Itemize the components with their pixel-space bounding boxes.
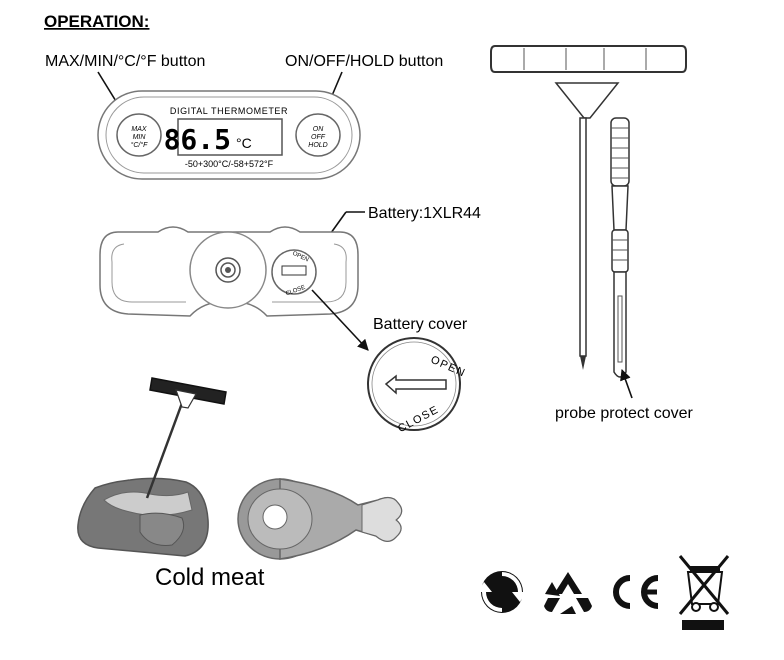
on-off-hold-button[interactable] [295,113,341,157]
drumstick-illustration [237,478,403,560]
max-label: MAX [131,126,147,133]
lcd-display [177,118,283,156]
green-dot-recycle-icon [478,571,526,613]
weee-crossed-bin-icon [678,555,730,630]
thermometer-front: MAX MIN °C/°F ON OFF HOLD DIGITAL THERMO… [97,90,361,180]
probe-thermometer [490,45,687,370]
probe-protect-cover[interactable] [610,117,630,378]
probe-handle-icon [149,377,227,405]
battery-cover-large: OPEN CLOSE [367,337,468,435]
cold-meat-label: Cold meat [155,564,265,591]
device-brand-text: DIGITAL THERMOMETER [170,106,288,116]
thermometer-back: OPEN CLOSE [99,226,359,317]
off-label: OFF [311,134,326,141]
on-off-button-label: ON/OFF/HOLD button [285,53,443,70]
recycling-triangle-icon [544,572,592,614]
on-label: ON [313,126,324,133]
ce-mark-icon [613,575,659,609]
callout-arrow [311,289,369,351]
battery-label: Battery:1XLR44 [368,205,481,222]
section-title: OPERATION: [44,12,149,31]
max-min-button[interactable] [116,113,162,157]
battery-cover-label: Battery cover [373,316,468,333]
callout-arrow [620,368,633,399]
unit-toggle-label: °C/°F [131,141,149,149]
hold-label: HOLD [308,142,327,149]
range-text: -50+300°C/-58+572°F [185,159,274,169]
min-label: MIN [133,134,147,141]
release-arrow-icon [384,374,447,395]
steak-illustration [77,377,227,557]
lcd-unit: °C [236,135,252,151]
lcd-reading: 86.5 [164,123,231,156]
max-min-button-label: MAX/MIN/°C/°F button [45,53,205,70]
probe-cover-label: probe protect cover [555,405,694,422]
